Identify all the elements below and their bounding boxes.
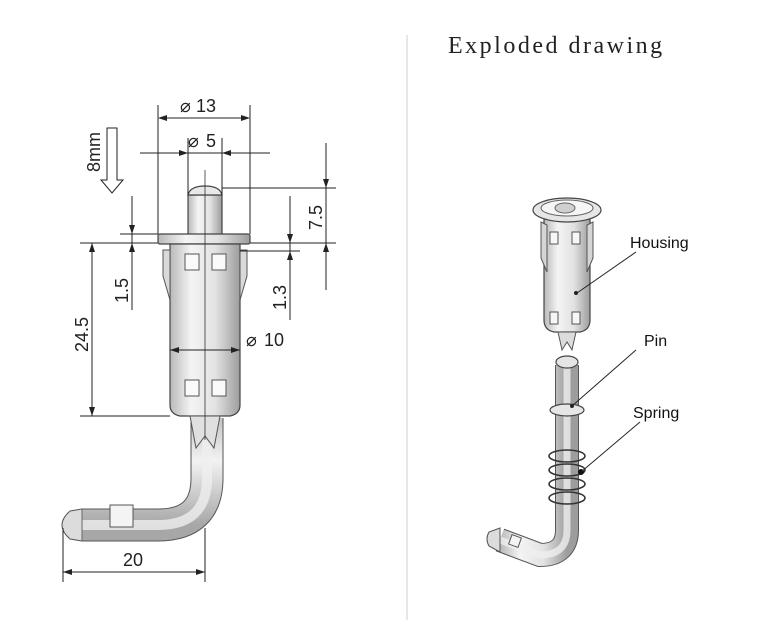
callout-spring: Spring xyxy=(580,405,679,473)
dim-symbol: ⌀ xyxy=(188,131,199,151)
callout-label-pin: Pin xyxy=(644,333,667,350)
dimensioned-drawing: ⌀ 13 ⌀ 5 8mm 7.5 xyxy=(61,96,336,582)
dim-label-7-5: 7.5 xyxy=(306,205,326,230)
dim-label-8mm: 8mm xyxy=(84,132,104,172)
exploded-housing xyxy=(532,197,602,352)
exploded-title: Exploded drawing xyxy=(448,33,665,59)
dim-symbol: ⌀ xyxy=(246,330,257,350)
callout-label-spring: Spring xyxy=(633,405,679,422)
stroke-arrow-icon: 8mm xyxy=(84,127,125,194)
exploded-pin xyxy=(486,355,585,568)
callout-label-housing: Housing xyxy=(630,235,689,252)
callout-pin: Pin xyxy=(571,333,667,407)
dim-height-1-3: 1.3 xyxy=(240,196,300,320)
pin-bend-tube xyxy=(61,418,224,542)
dim-height-24-5: 24.5 xyxy=(72,243,170,417)
dim-diameter-5: ⌀ 5 xyxy=(140,131,270,195)
dim-diameter-13: ⌀ 13 xyxy=(157,96,251,234)
dim-height-7-5: 7.5 xyxy=(222,143,336,290)
dim-width-20: 20 xyxy=(62,528,206,582)
dim-height-1-5: 1.5 xyxy=(80,196,158,310)
dim-label-24-5: 24.5 xyxy=(72,317,92,352)
dim-label-1-5: 1.5 xyxy=(112,278,132,303)
dim-symbol: ⌀ xyxy=(180,96,191,116)
dim-label-10: 10 xyxy=(264,330,284,350)
dim-label-5: 5 xyxy=(206,131,216,151)
dim-label-13: 13 xyxy=(196,96,216,116)
dim-diameter-10: ⌀ 10 xyxy=(170,330,284,353)
callout-housing: Housing xyxy=(576,235,689,294)
dim-label-1-3: 1.3 xyxy=(270,285,290,310)
housing-body xyxy=(157,233,251,450)
dim-label-20: 20 xyxy=(123,550,143,570)
